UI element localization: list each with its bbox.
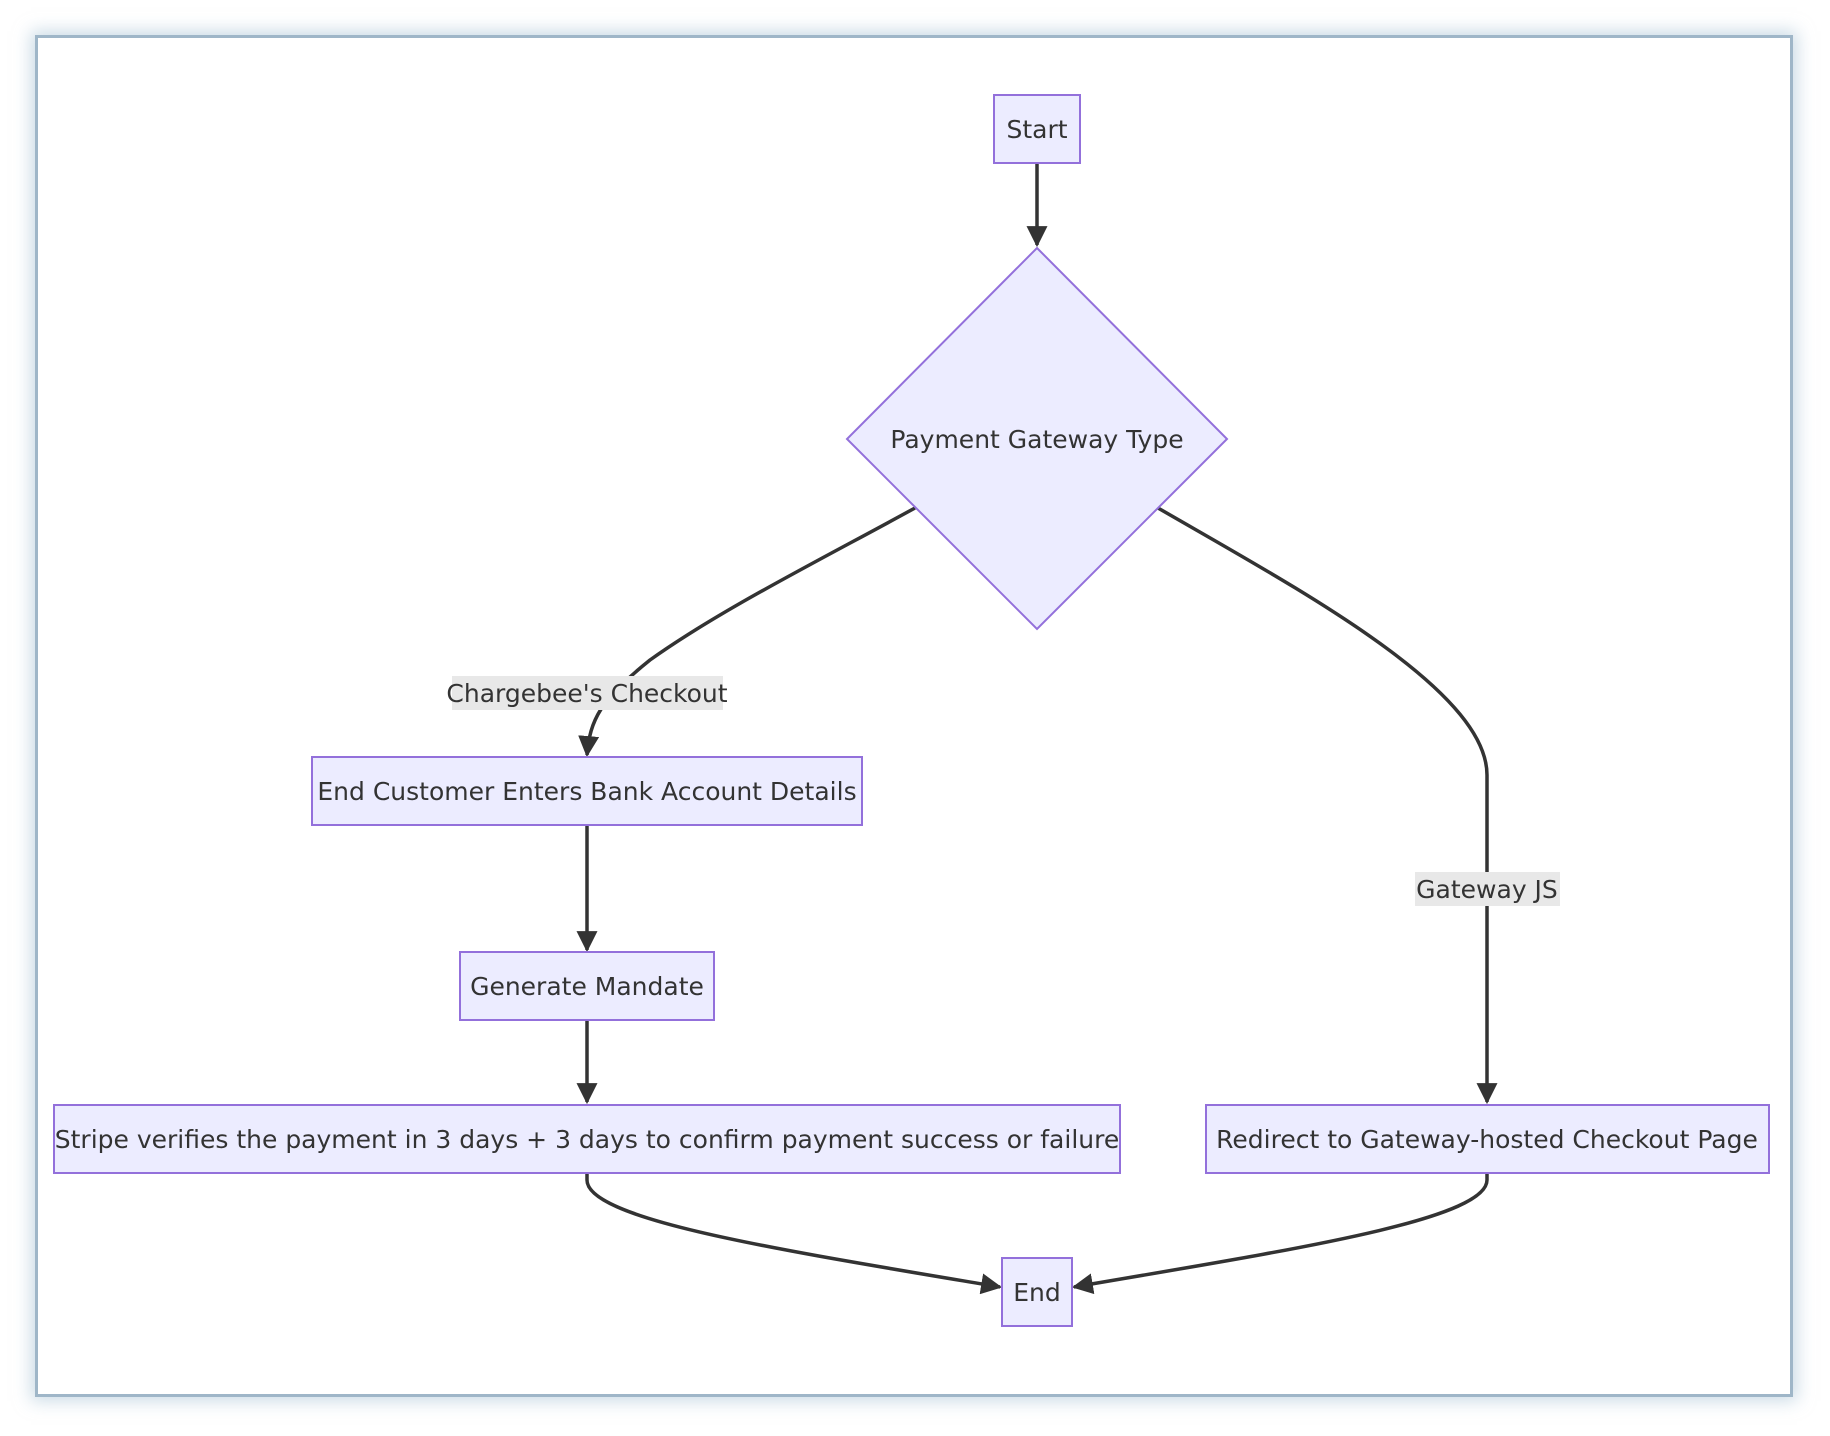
node-enter-bank-label: End Customer Enters Bank Account Details	[317, 777, 856, 806]
node-end: End	[1001, 1257, 1073, 1327]
edge-redirect-to-end	[1071, 1173, 1489, 1295]
node-start: Start	[993, 94, 1081, 164]
node-mandate: Generate Mandate	[459, 951, 715, 1021]
edge-decision-to-redirect	[1157, 506, 1498, 1105]
node-stripe-verify-label: Stripe verifies the payment in 3 days + …	[55, 1125, 1119, 1154]
node-enter-bank: End Customer Enters Bank Account Details	[311, 756, 863, 826]
edge-label-gateway-js: Gateway JS	[1415, 872, 1560, 906]
node-stripe-verify: Stripe verifies the payment in 3 days + …	[53, 1104, 1121, 1174]
node-start-label: Start	[1006, 115, 1067, 144]
node-end-label: End	[1013, 1278, 1061, 1307]
node-decision-label: Payment Gateway Type	[890, 425, 1183, 454]
node-mandate-label: Generate Mandate	[470, 972, 704, 1001]
edge-label-gateway-js-text: Gateway JS	[1416, 875, 1558, 904]
node-redirect-label: Redirect to Gateway-hosted Checkout Page	[1216, 1125, 1758, 1154]
node-redirect: Redirect to Gateway-hosted Checkout Page	[1205, 1104, 1770, 1174]
edge-stripe-to-end	[585, 1173, 1003, 1295]
edge-label-chargebee-text: Chargebee's Checkout	[446, 679, 727, 708]
node-decision: Payment Gateway Type	[845, 246, 1229, 631]
edge-decision-to-enter-bank	[578, 506, 916, 758]
edge-label-chargebee: Chargebee's Checkout	[446, 676, 728, 710]
